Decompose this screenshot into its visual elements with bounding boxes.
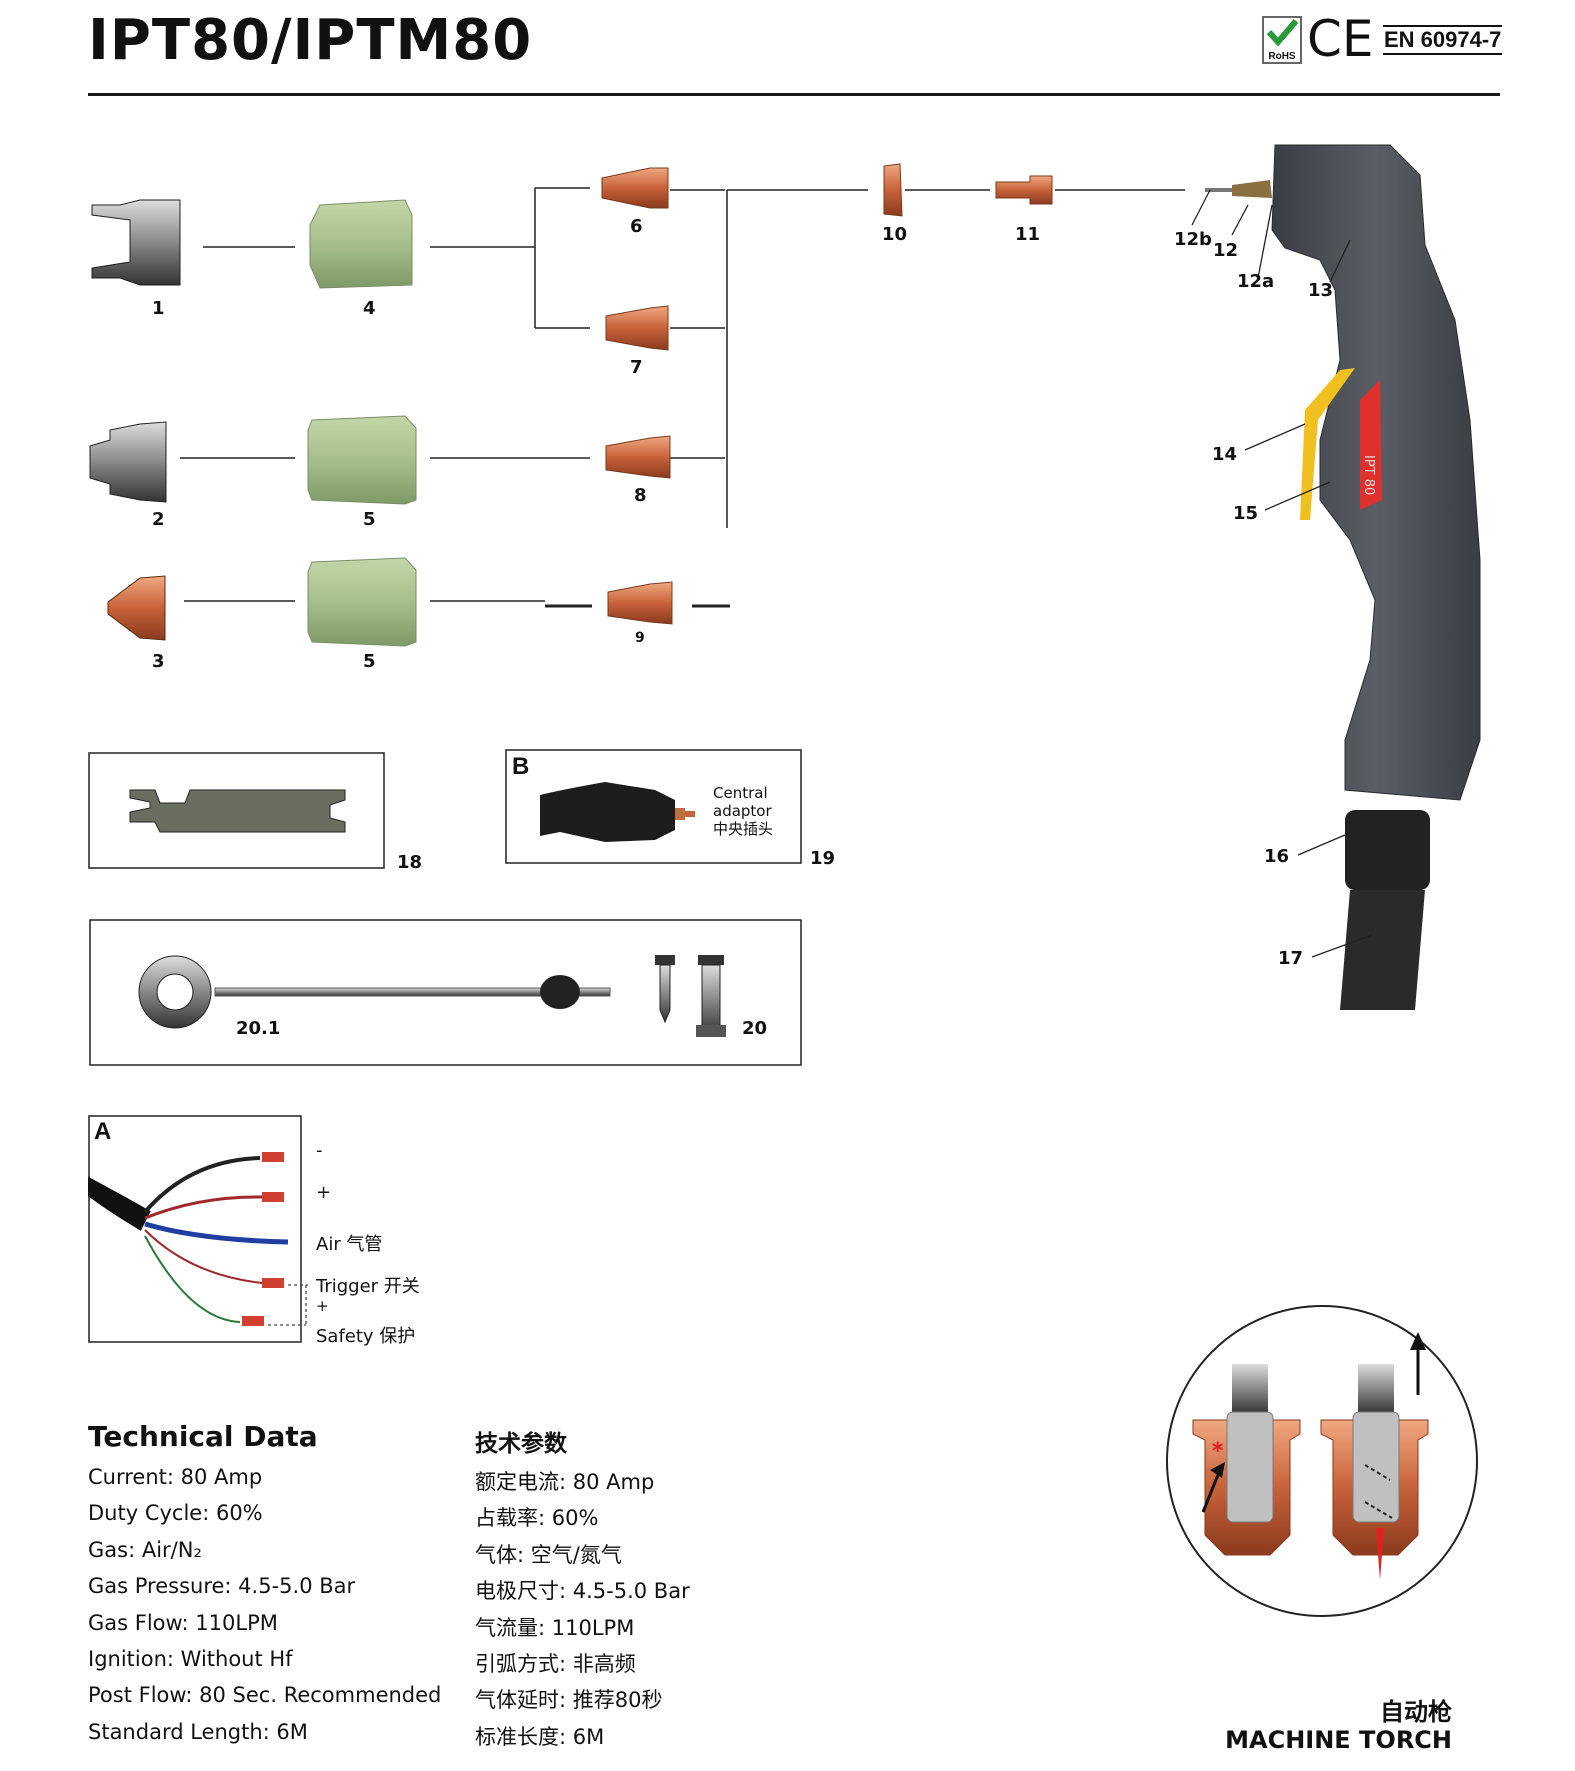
tech-cn-row: 引弧方式: 非高频 bbox=[475, 1651, 636, 1676]
tech-en-row: Ignition: Without Hf bbox=[88, 1646, 293, 1671]
tech-en-row: Current: 80 Amp bbox=[88, 1465, 263, 1489]
rohs-label: RoHS bbox=[1268, 51, 1296, 62]
nozzle-cross-section-detail: * bbox=[1166, 1305, 1478, 1617]
wire-plus-label: + bbox=[316, 1182, 332, 1203]
torch-brand-text: IPT 80 bbox=[1361, 455, 1376, 495]
tech-cn-row: 气流量: 110LPM bbox=[475, 1615, 635, 1640]
technical-data-cn: 技术参数 额定电流: 80 Amp 占载率: 60% 气体: 空气/氮气 电极尺… bbox=[475, 1420, 795, 1755]
label-part-4: 4 bbox=[363, 298, 376, 319]
ce-mark: CE bbox=[1307, 10, 1374, 68]
label-part-12: 12 bbox=[1213, 240, 1239, 261]
tech-en-row: Duty Cycle: 60% bbox=[88, 1501, 263, 1526]
wire-air-label: Air 气管 bbox=[316, 1234, 383, 1255]
guide-pins bbox=[655, 955, 726, 1037]
label-part-10: 10 bbox=[882, 224, 908, 245]
label-part-1: 1 bbox=[152, 298, 165, 319]
part-18-spanner bbox=[129, 789, 346, 833]
label-part-8: 8 bbox=[634, 485, 647, 506]
label-part-5a: 5 bbox=[363, 509, 376, 530]
wire-plus2-label: + bbox=[316, 1297, 329, 1315]
technical-data-heading: Technical Data bbox=[88, 1420, 318, 1453]
label-part-9: 9 bbox=[635, 630, 645, 646]
tech-cn-row: 标准长度: 6M bbox=[475, 1724, 605, 1749]
label-part-17: 17 bbox=[1278, 948, 1304, 969]
machine-torch-cn: 自动枪 bbox=[1380, 1698, 1452, 1726]
technical-data-en: Technical Data Current: 80 Amp Duty Cycl… bbox=[88, 1420, 488, 1750]
central-adaptor-caption: Central adaptor 中央插头 bbox=[713, 784, 773, 838]
part-1-shield bbox=[91, 199, 181, 286]
hand-torch-illustration: IPT 80 bbox=[1205, 144, 1481, 1010]
box-18-frame bbox=[88, 752, 385, 869]
caption-line-3: 中央插头 bbox=[713, 820, 774, 838]
tech-cn-row: 气体: 空气/氮气 bbox=[475, 1542, 622, 1567]
part-9-nozzle bbox=[607, 581, 673, 625]
page-title: IPT80/IPTM80 bbox=[88, 8, 533, 73]
tech-cn-row: 占载率: 60% bbox=[475, 1506, 599, 1531]
box-19-frame bbox=[505, 749, 802, 864]
label-part-20-1: 20.1 bbox=[236, 1018, 281, 1039]
part-11-electrode bbox=[995, 175, 1053, 205]
part-8-nozzle bbox=[605, 435, 671, 479]
wire-minus-label: - bbox=[316, 1140, 323, 1161]
label-part-12a: 12a bbox=[1237, 271, 1275, 292]
machine-torch-en: MACHINE TORCH bbox=[1225, 1726, 1452, 1754]
part-3-deflector bbox=[107, 575, 166, 641]
caption-line-1: Central bbox=[713, 784, 768, 802]
wire-trigger-label: Trigger 开关 bbox=[316, 1276, 420, 1297]
box-A-frame bbox=[88, 1115, 302, 1343]
label-part-16: 16 bbox=[1264, 846, 1290, 867]
label-part-18: 18 bbox=[397, 852, 423, 873]
technical-data-heading-cn: 技术参数 bbox=[475, 1431, 567, 1457]
label-part-12b: 12b bbox=[1174, 229, 1212, 250]
tech-en-row: Gas Pressure: 4.5-5.0 Bar bbox=[88, 1574, 356, 1599]
label-part-13: 13 bbox=[1308, 280, 1334, 301]
label-part-2: 2 bbox=[152, 509, 165, 530]
part-5-ceramic-a bbox=[307, 415, 417, 505]
leader-lines bbox=[1191, 189, 1373, 958]
safety-trigger-link bbox=[268, 1284, 308, 1326]
label-part-19: 19 bbox=[810, 848, 836, 869]
label-part-15: 15 bbox=[1233, 503, 1259, 524]
box-20-frame bbox=[89, 919, 802, 1066]
wire-harness bbox=[88, 1152, 289, 1326]
svg-text:*: * bbox=[1212, 1439, 1224, 1464]
rohs-check-icon: RoHS bbox=[1262, 16, 1302, 64]
part-2-retaining-cap bbox=[89, 421, 167, 503]
label-part-5b: 5 bbox=[363, 651, 376, 672]
box-a-letter: A bbox=[94, 1118, 112, 1145]
tech-en-row: Standard Length: 6M bbox=[88, 1719, 308, 1744]
part-7-nozzle bbox=[605, 305, 669, 351]
wire-safety-label: Safety 保护 bbox=[316, 1326, 416, 1347]
central-adaptor-picture bbox=[540, 782, 695, 842]
part-6-nozzle bbox=[601, 167, 669, 209]
label-part-20: 20 bbox=[742, 1018, 768, 1039]
header-divider bbox=[88, 93, 1500, 96]
label-part-7: 7 bbox=[630, 357, 643, 378]
box-b-letter: B bbox=[512, 753, 530, 780]
part-5-ceramic-b bbox=[307, 557, 417, 647]
tech-en-row: Gas Flow: 110LPM bbox=[88, 1610, 278, 1635]
label-part-6: 6 bbox=[630, 216, 643, 237]
tech-en-row: Post Flow: 80 Sec. Recommended bbox=[88, 1683, 442, 1708]
label-part-14: 14 bbox=[1212, 444, 1238, 465]
part-10-swirl-ring bbox=[883, 163, 903, 217]
tech-cn-row: 额定电流: 80 Amp bbox=[475, 1470, 655, 1494]
caption-line-2: adaptor bbox=[713, 802, 772, 820]
standard-label: EN 60974-7 bbox=[1383, 25, 1503, 55]
circle-cutting-guide bbox=[138, 955, 611, 1029]
label-part-11: 11 bbox=[1015, 224, 1041, 245]
tech-cn-row: 电极尺寸: 4.5-5.0 Bar bbox=[475, 1579, 690, 1604]
tech-en-row: Gas: Air/N₂ bbox=[88, 1537, 202, 1562]
label-part-3: 3 bbox=[152, 651, 165, 672]
part-4-ceramic-cup bbox=[309, 199, 413, 289]
tech-cn-row: 气体延时: 推荐80秒 bbox=[475, 1688, 663, 1713]
